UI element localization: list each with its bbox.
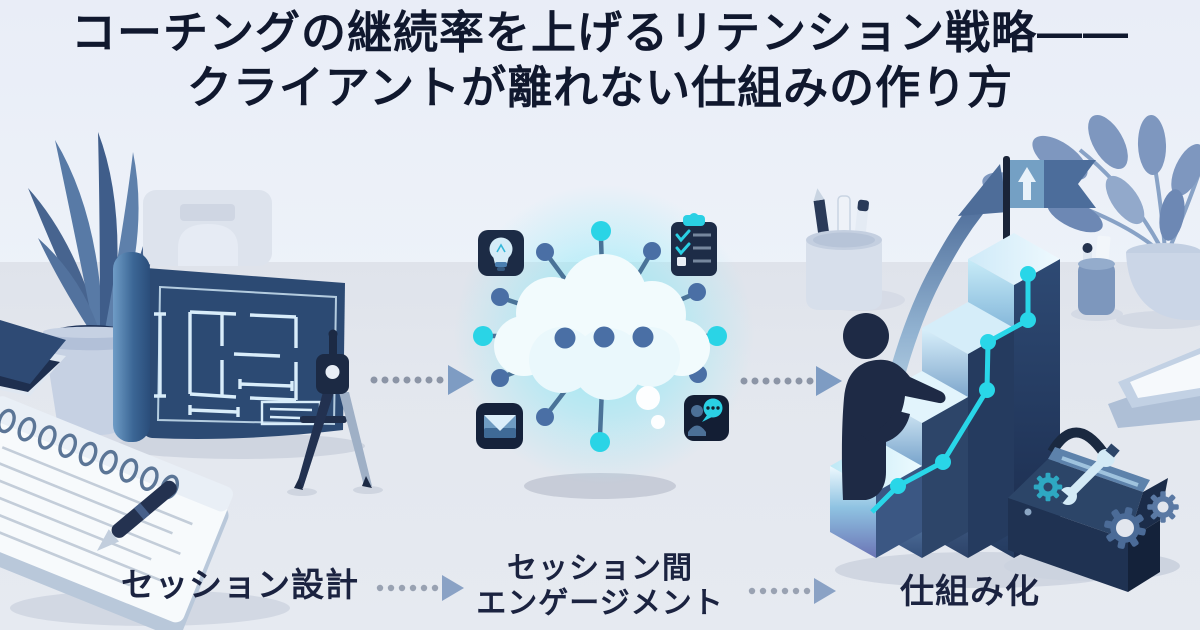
step-label-session-design: セッション設計 bbox=[121, 566, 359, 603]
gears bbox=[1100, 491, 1179, 553]
book bbox=[0, 320, 66, 396]
scene-session-design bbox=[0, 132, 383, 630]
flag-up-arrow-icon bbox=[1003, 156, 1096, 254]
flow-arrow-mid-2 bbox=[740, 366, 842, 396]
flow-arrow-label-1 bbox=[376, 575, 464, 601]
floor-plan bbox=[154, 310, 322, 426]
background-chair bbox=[143, 190, 272, 266]
scene-systematization bbox=[806, 114, 1200, 592]
person-silhouette bbox=[841, 313, 946, 500]
progress-path bbox=[870, 266, 1036, 514]
cloud-icon bbox=[494, 254, 710, 429]
flow-arrow-label-2 bbox=[748, 578, 836, 604]
blueprint bbox=[113, 252, 365, 459]
toolbox-wrench-icon bbox=[1004, 427, 1180, 592]
page-title: コーチングの継続率を上げるリテンション戦略—— クライアントが離れない仕組みの作… bbox=[0, 6, 1200, 116]
title-line-2: クライアントが離れない仕組みの作り方 bbox=[186, 61, 1014, 113]
step-label-engagement-line-2: エンゲージメント bbox=[476, 587, 724, 621]
flow-arrow-mid-1 bbox=[370, 365, 474, 395]
user-chat-bubble-icon bbox=[684, 395, 729, 441]
checklist-icon bbox=[671, 213, 717, 276]
drafting-compass bbox=[287, 329, 383, 496]
pencil-cup bbox=[806, 188, 905, 311]
scene-engagement-hub bbox=[454, 185, 754, 499]
wrench-icon bbox=[1054, 443, 1120, 505]
step-label-engagement: セッション間 エンゲージメント bbox=[430, 551, 770, 622]
step-label-systematization: 仕組み化 bbox=[900, 573, 1040, 611]
envelope-icon bbox=[476, 403, 523, 449]
lightbulb-icon bbox=[478, 230, 524, 276]
title-line-1: コーチングの継続率を上げるリテンション戦略—— bbox=[70, 7, 1129, 58]
roll-holder bbox=[1071, 235, 1123, 321]
pen bbox=[96, 480, 177, 551]
papers-stack bbox=[1108, 348, 1200, 428]
step-label-engagement-line-1: セッション間 bbox=[507, 552, 693, 585]
